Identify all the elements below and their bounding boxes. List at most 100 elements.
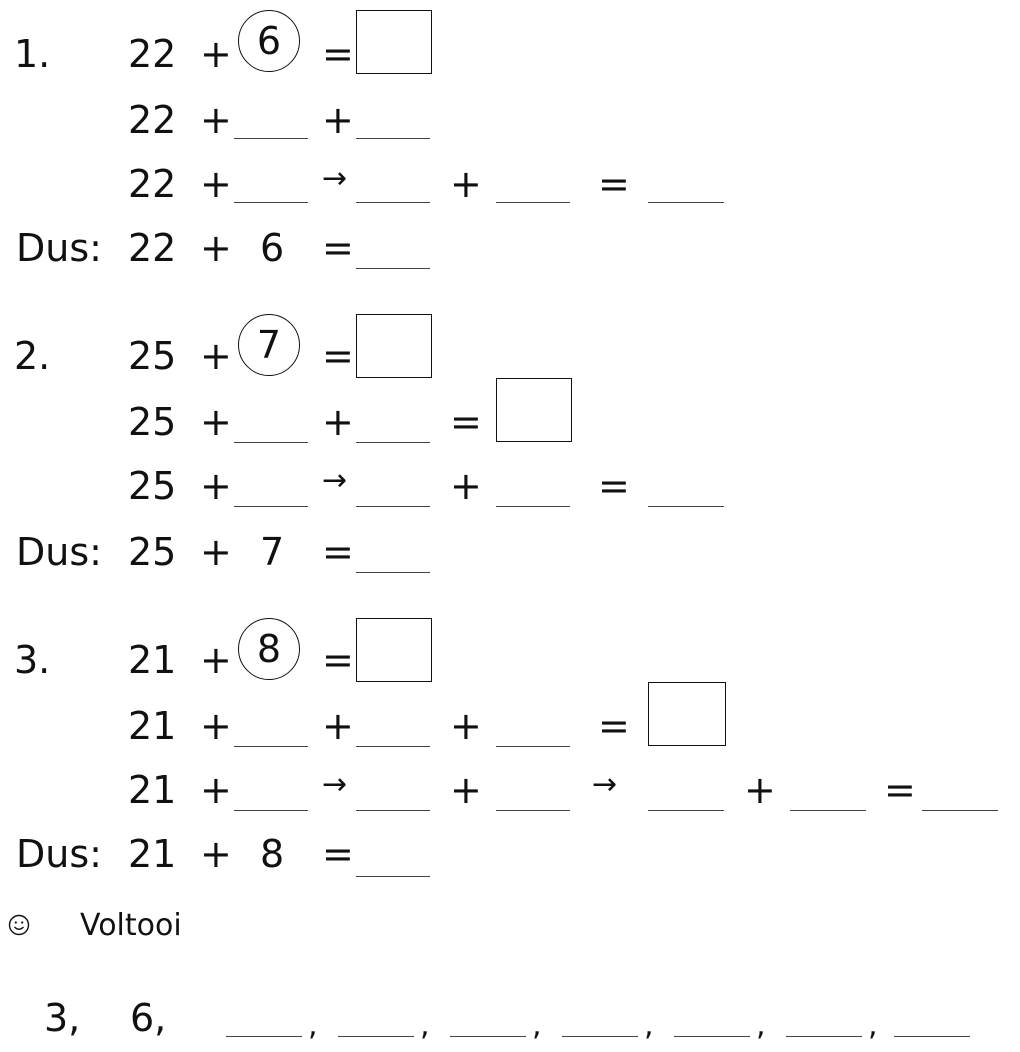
plus-sign: + xyxy=(200,704,232,748)
plus-sign: + xyxy=(200,464,232,508)
problem-1-base: 22 xyxy=(128,98,177,142)
sequence-comma: , xyxy=(308,1008,318,1043)
problem-2-base: 25 xyxy=(128,530,177,574)
problem-1-base: 22 xyxy=(128,32,177,76)
arrow-icon: → xyxy=(592,767,618,802)
plus-sign: + xyxy=(200,400,232,444)
answer-blank[interactable] xyxy=(922,810,998,811)
plus-sign: + xyxy=(450,464,482,508)
problem-2-base: 25 xyxy=(128,334,177,378)
problem-3-number: 3. xyxy=(14,638,51,682)
sequence-blank[interactable] xyxy=(894,1036,970,1037)
answer-blank[interactable] xyxy=(234,202,308,203)
problem-3-base: 21 xyxy=(128,832,177,876)
answer-blank[interactable] xyxy=(356,506,430,507)
problem-3-base: 21 xyxy=(128,638,177,682)
problem-2-circled-addend: 7 xyxy=(238,314,300,376)
equals-sign: = xyxy=(598,704,630,748)
answer-blank[interactable] xyxy=(356,202,430,203)
problem-3-answer-box[interactable] xyxy=(356,618,432,682)
equals-sign: = xyxy=(598,162,630,206)
answer-blank[interactable] xyxy=(356,746,430,747)
arrow-icon: → xyxy=(322,463,348,498)
sequence-comma: , xyxy=(532,1008,542,1043)
answer-blank[interactable] xyxy=(234,506,308,507)
plus-sign: + xyxy=(200,832,232,876)
problem-3-answer-box[interactable] xyxy=(648,682,726,746)
problem-2-answer-box[interactable] xyxy=(496,378,572,442)
answer-blank[interactable] xyxy=(356,876,430,877)
problem-2-number: 2. xyxy=(14,334,51,378)
answer-blank[interactable] xyxy=(496,506,570,507)
sequence-blank[interactable] xyxy=(226,1036,302,1037)
answer-blank[interactable] xyxy=(356,810,430,811)
problem-1-base: 22 xyxy=(128,162,177,206)
arrow-icon: → xyxy=(322,161,348,196)
plus-sign: + xyxy=(744,768,776,812)
plus-sign: + xyxy=(322,98,354,142)
dus-label: Dus: xyxy=(16,530,102,574)
plus-sign: + xyxy=(200,98,232,142)
sequence-comma: , xyxy=(868,1008,878,1043)
sequence-value: 3, xyxy=(44,996,81,1040)
sequence-blank[interactable] xyxy=(450,1036,526,1037)
problem-1-circled-addend: 6 xyxy=(238,10,300,72)
answer-blank[interactable] xyxy=(234,810,308,811)
plus-sign: + xyxy=(200,162,232,206)
answer-blank[interactable] xyxy=(496,202,570,203)
answer-blank[interactable] xyxy=(356,572,430,573)
equals-sign: = xyxy=(322,638,354,682)
answer-blank[interactable] xyxy=(234,442,308,443)
plus-sign: + xyxy=(200,226,232,270)
plus-sign: + xyxy=(322,400,354,444)
answer-blank[interactable] xyxy=(790,810,866,811)
plus-sign: + xyxy=(200,768,232,812)
equals-sign: = xyxy=(322,226,354,270)
problem-3-base: 21 xyxy=(128,704,177,748)
equals-sign: = xyxy=(322,832,354,876)
answer-blank[interactable] xyxy=(496,746,570,747)
problem-1-addend: 6 xyxy=(260,226,285,270)
plus-sign: + xyxy=(200,638,232,682)
problem-1-base: 22 xyxy=(128,226,177,270)
problem-1-answer-box[interactable] xyxy=(356,10,432,74)
plus-sign: + xyxy=(450,162,482,206)
problem-2-base: 25 xyxy=(128,400,177,444)
problem-3-circled-addend: 8 xyxy=(238,618,300,680)
answer-blank[interactable] xyxy=(356,138,430,139)
plus-sign: + xyxy=(200,32,232,76)
answer-blank[interactable] xyxy=(648,810,724,811)
sequence-comma: , xyxy=(644,1008,654,1043)
answer-blank[interactable] xyxy=(648,506,724,507)
problem-1-number: 1. xyxy=(14,32,51,76)
problem-2-answer-box[interactable] xyxy=(356,314,432,378)
sequence-blank[interactable] xyxy=(338,1036,414,1037)
sequence-comma: , xyxy=(756,1008,766,1043)
answer-blank[interactable] xyxy=(356,442,430,443)
answer-blank[interactable] xyxy=(234,746,308,747)
sequence-comma: , xyxy=(420,1008,430,1043)
problem-3-base: 21 xyxy=(128,768,177,812)
sequence-value: 6, xyxy=(130,996,167,1040)
plus-sign: + xyxy=(200,530,232,574)
equals-sign: = xyxy=(598,464,630,508)
plus-sign: + xyxy=(450,768,482,812)
problem-2-base: 25 xyxy=(128,464,177,508)
equals-sign: = xyxy=(322,334,354,378)
equals-sign: = xyxy=(450,400,482,444)
plus-sign: + xyxy=(322,704,354,748)
sequence-blank[interactable] xyxy=(674,1036,750,1037)
answer-blank[interactable] xyxy=(234,138,308,139)
answer-blank[interactable] xyxy=(356,268,430,269)
problem-3-addend: 8 xyxy=(260,832,285,876)
answer-blank[interactable] xyxy=(496,810,570,811)
arrow-icon: → xyxy=(322,767,348,802)
smiley-icon xyxy=(8,914,30,936)
equals-sign: = xyxy=(322,32,354,76)
answer-blank[interactable] xyxy=(648,202,724,203)
equals-sign: = xyxy=(884,768,916,812)
sequence-blank[interactable] xyxy=(786,1036,862,1037)
problem-2-addend: 7 xyxy=(260,530,285,574)
voltooi-label: Voltooi xyxy=(80,908,182,943)
sequence-blank[interactable] xyxy=(562,1036,638,1037)
